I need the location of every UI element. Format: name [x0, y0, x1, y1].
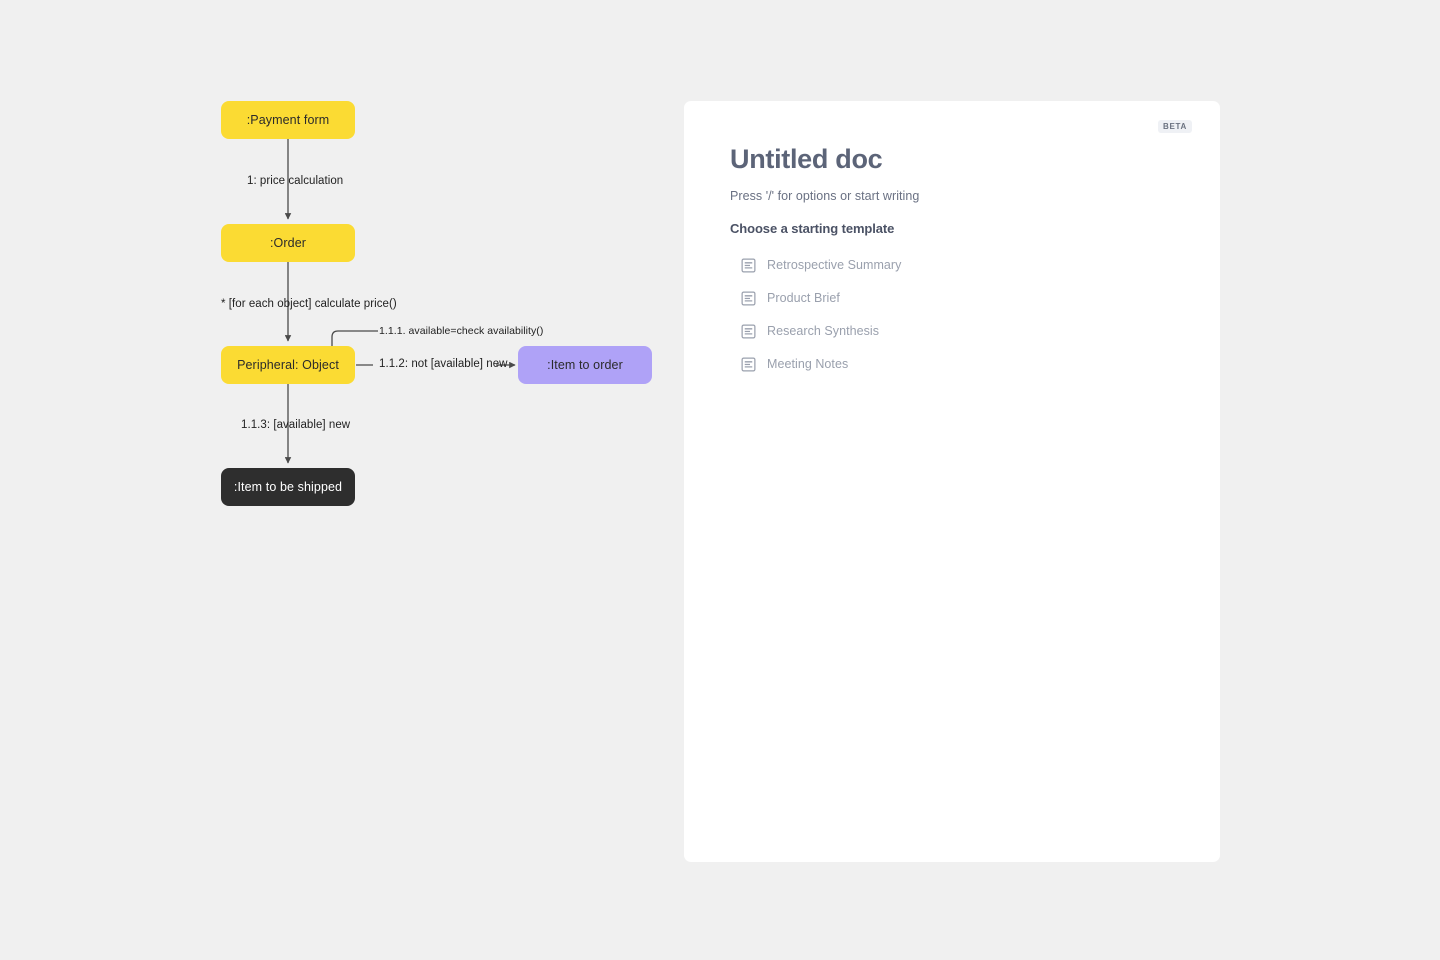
node-item-to-be-shipped[interactable]: :Item to be shipped: [221, 468, 355, 506]
node-item-to-order[interactable]: :Item to order: [518, 346, 652, 384]
diagram-canvas: :Payment form :Order Peripheral: Object …: [0, 0, 684, 960]
document-icon: [741, 291, 756, 306]
edge-label-not-available-new: 1.1.2: not [available] new: [379, 358, 508, 370]
node-item-to-be-shipped-label: :Item to be shipped: [233, 479, 343, 494]
template-item-label: Research Synthesis: [767, 324, 880, 339]
edge-label-calculate-price: * [for each object] calculate price(): [221, 298, 397, 310]
edge-label-check-availability: 1.1.1. available=check availability(): [379, 325, 544, 337]
node-item-to-order-label: :Item to order: [547, 357, 623, 372]
node-order-label: :Order: [269, 235, 307, 250]
document-body: Untitled doc Press '/' for options or st…: [730, 144, 1180, 381]
document-icon: [741, 258, 756, 273]
document-icon: [741, 357, 756, 372]
template-item-research-synthesis[interactable]: Research Synthesis: [730, 315, 1180, 348]
node-peripheral-object[interactable]: Peripheral: Object: [221, 346, 355, 384]
edge-label-price-calculation: 1: price calculation: [247, 175, 344, 187]
document-icon: [741, 324, 756, 339]
template-item-retrospective-summary[interactable]: Retrospective Summary: [730, 249, 1180, 282]
node-order[interactable]: :Order: [221, 224, 355, 262]
edge-peripheral-self-loop: [331, 330, 378, 346]
node-peripheral-object-label: Peripheral: Object: [237, 357, 339, 372]
diagram-connectors: [284, 139, 516, 464]
template-item-product-brief[interactable]: Product Brief: [730, 282, 1180, 315]
template-list: Retrospective Summary Product Brief: [730, 249, 1180, 381]
document-placeholder-hint[interactable]: Press '/' for options or start writing: [730, 188, 920, 203]
template-item-label: Product Brief: [767, 291, 840, 306]
document-panel: BETA Untitled doc Press '/' for options …: [684, 101, 1220, 862]
document-title[interactable]: Untitled doc: [730, 144, 883, 174]
node-payment-form[interactable]: :Payment form: [221, 101, 355, 139]
node-payment-form-label: :Payment form: [246, 112, 330, 127]
template-item-label: Meeting Notes: [767, 357, 849, 372]
template-item-label: Retrospective Summary: [767, 258, 902, 273]
templates-heading: Choose a starting template: [730, 220, 895, 236]
template-item-meeting-notes[interactable]: Meeting Notes: [730, 348, 1180, 381]
edge-label-available-new: 1.1.3: [available] new: [241, 419, 351, 431]
beta-badge: BETA: [1158, 120, 1192, 133]
